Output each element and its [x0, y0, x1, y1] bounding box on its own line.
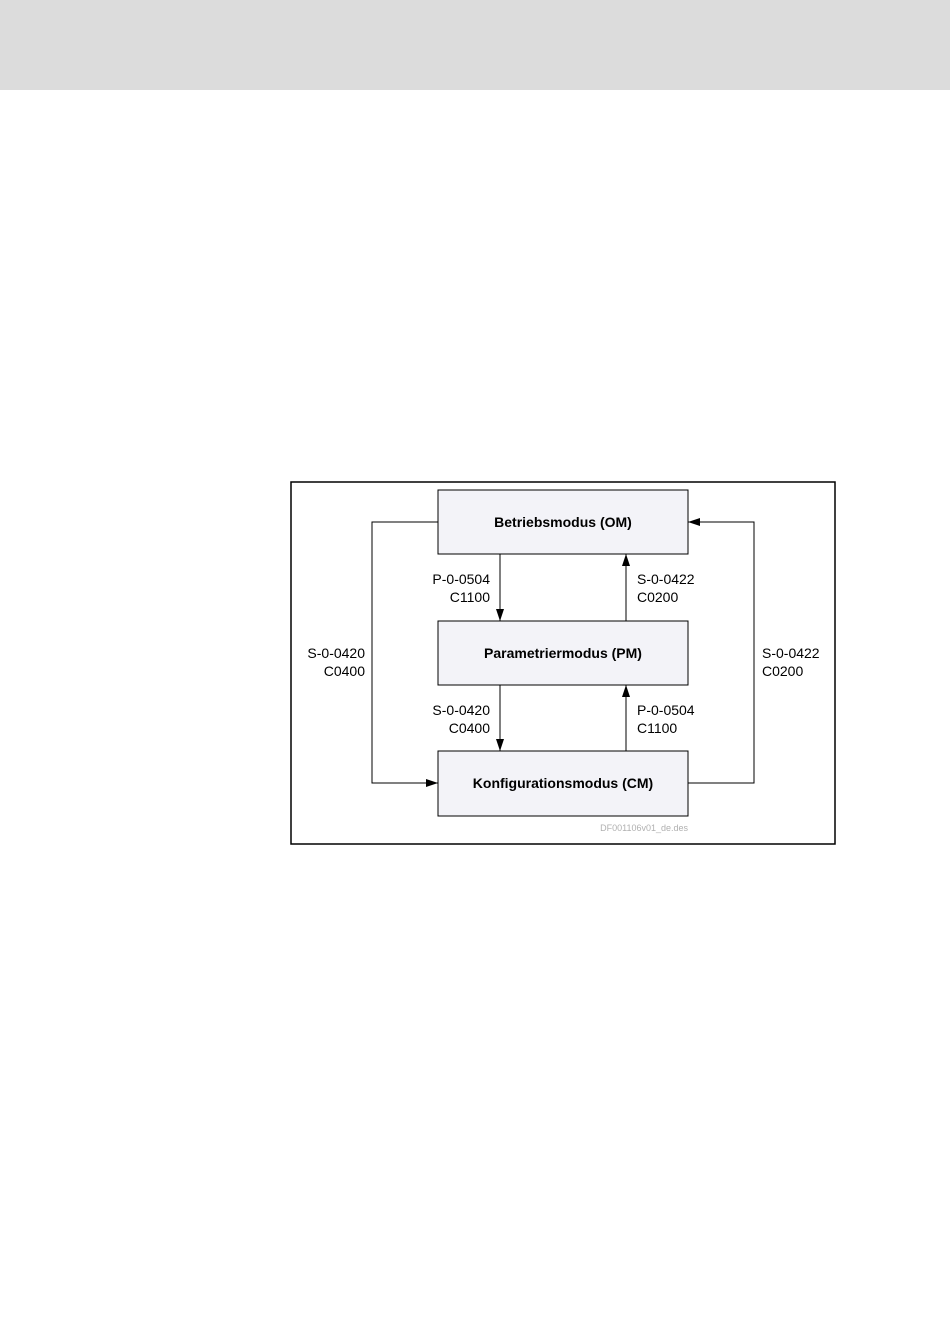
edge-om-to-cm-label-1: S-0-0420: [307, 645, 365, 661]
node-betriebsmodus: Betriebsmodus (OM): [438, 490, 688, 554]
edge-om-to-pm-label-2: C1100: [450, 589, 490, 605]
node-konfigurationsmodus-label: Konfigurationsmodus (CM): [473, 775, 653, 791]
edge-cm-to-pm-label-2: C1100: [637, 720, 677, 736]
edge-pm-to-om-label-2: C0200: [637, 589, 678, 605]
node-konfigurationsmodus: Konfigurationsmodus (CM): [438, 751, 688, 816]
edge-pm-to-cm-label-1: S-0-0420: [432, 702, 490, 718]
edge-om-to-pm-label-1: P-0-0504: [432, 571, 490, 587]
edge-cm-to-om-label-1: S-0-0422: [762, 645, 820, 661]
edge-om-to-cm-label-2: C0400: [324, 663, 365, 679]
node-parametriermodus-label: Parametriermodus (PM): [484, 645, 642, 661]
edge-cm-to-pm-label-1: P-0-0504: [637, 702, 695, 718]
diagram-file-id: DF001106v01_de.des: [600, 823, 688, 833]
node-betriebsmodus-label: Betriebsmodus (OM): [494, 514, 632, 530]
edge-pm-to-om-label-1: S-0-0422: [637, 571, 695, 587]
edge-cm-to-om-label-2: C0200: [762, 663, 803, 679]
node-parametriermodus: Parametriermodus (PM): [438, 621, 688, 685]
edge-pm-to-cm-label-2: C0400: [449, 720, 490, 736]
